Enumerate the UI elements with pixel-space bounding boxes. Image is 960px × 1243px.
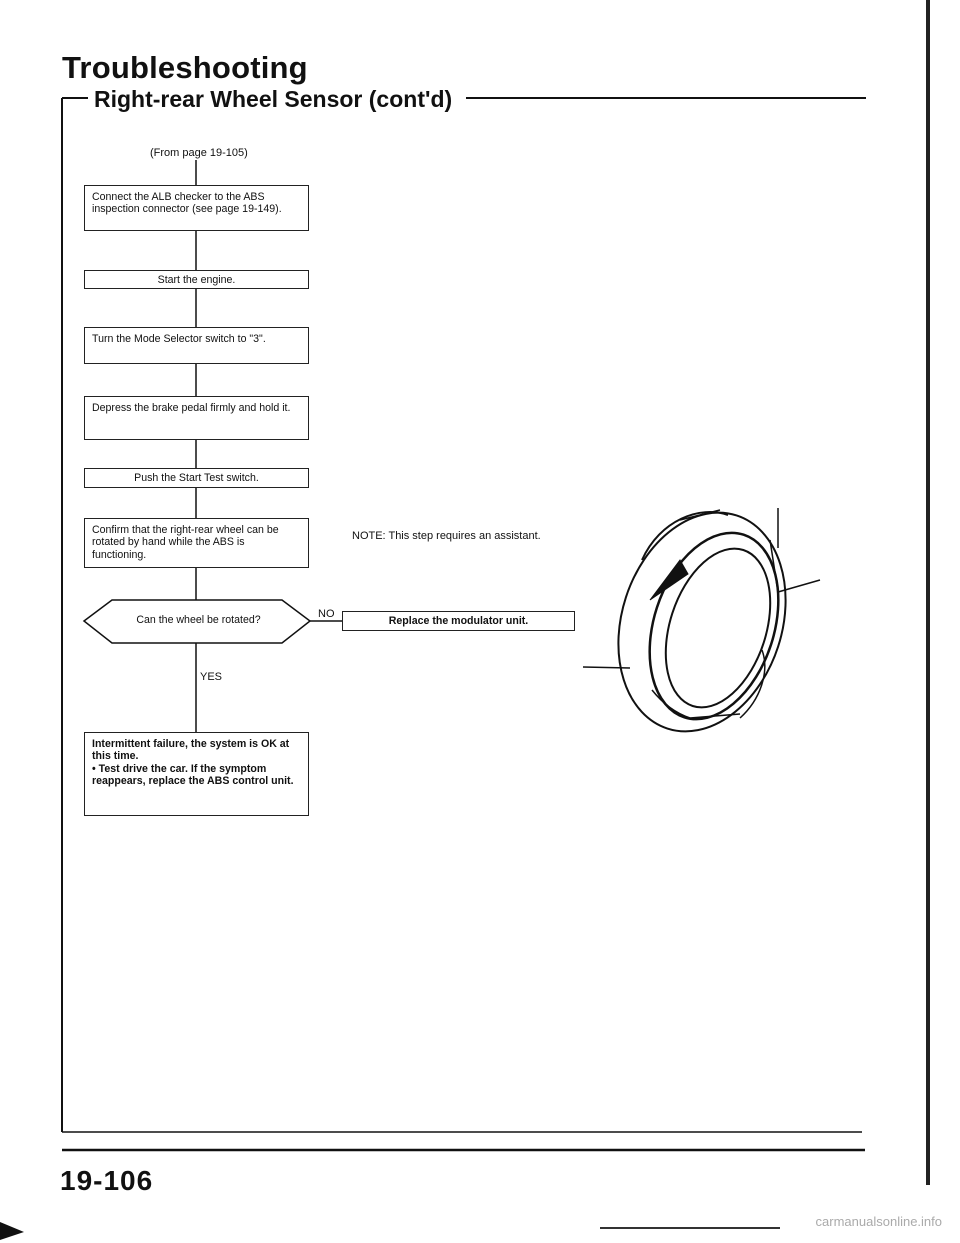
from-page-label: (From page 19-105) — [150, 147, 248, 159]
yes-branch-label: YES — [200, 671, 223, 683]
step-start-engine: Start the engine. — [84, 270, 309, 289]
result-intermittent-line2: • Test drive the car. If the symptom rea… — [92, 762, 294, 787]
assistant-note: NOTE: This step requires an assistant. — [352, 530, 541, 542]
no-branch-label: NO — [318, 608, 335, 620]
step-depress-brake: Depress the brake pedal firmly and hold … — [84, 396, 309, 440]
tire-illustration — [582, 508, 821, 733]
page-number: 19-106 — [60, 1165, 154, 1196]
watermark: carmanualsonline.info — [815, 1214, 942, 1229]
step-connect-checker: Connect the ALB checker to the ABS inspe… — [84, 185, 309, 231]
result-intermittent-line1: Intermittent failure, the system is OK a… — [92, 738, 290, 763]
result-intermittent-failure: Intermittent failure, the system is OK a… — [84, 732, 309, 816]
step-mode-selector: Turn the Mode Selector switch to "3". — [84, 327, 309, 364]
decision-question: Can the wheel be rotated? — [136, 614, 261, 626]
page-title: Troubleshooting — [62, 50, 308, 85]
result-replace-modulator: Replace the modulator unit. — [342, 611, 575, 631]
step-push-start-test: Push the Start Test switch. — [84, 468, 309, 488]
section-subtitle: Right-rear Wheel Sensor (cont'd) — [94, 86, 453, 112]
step-confirm-rotation: Confirm that the right-rear wheel can be… — [84, 518, 309, 568]
